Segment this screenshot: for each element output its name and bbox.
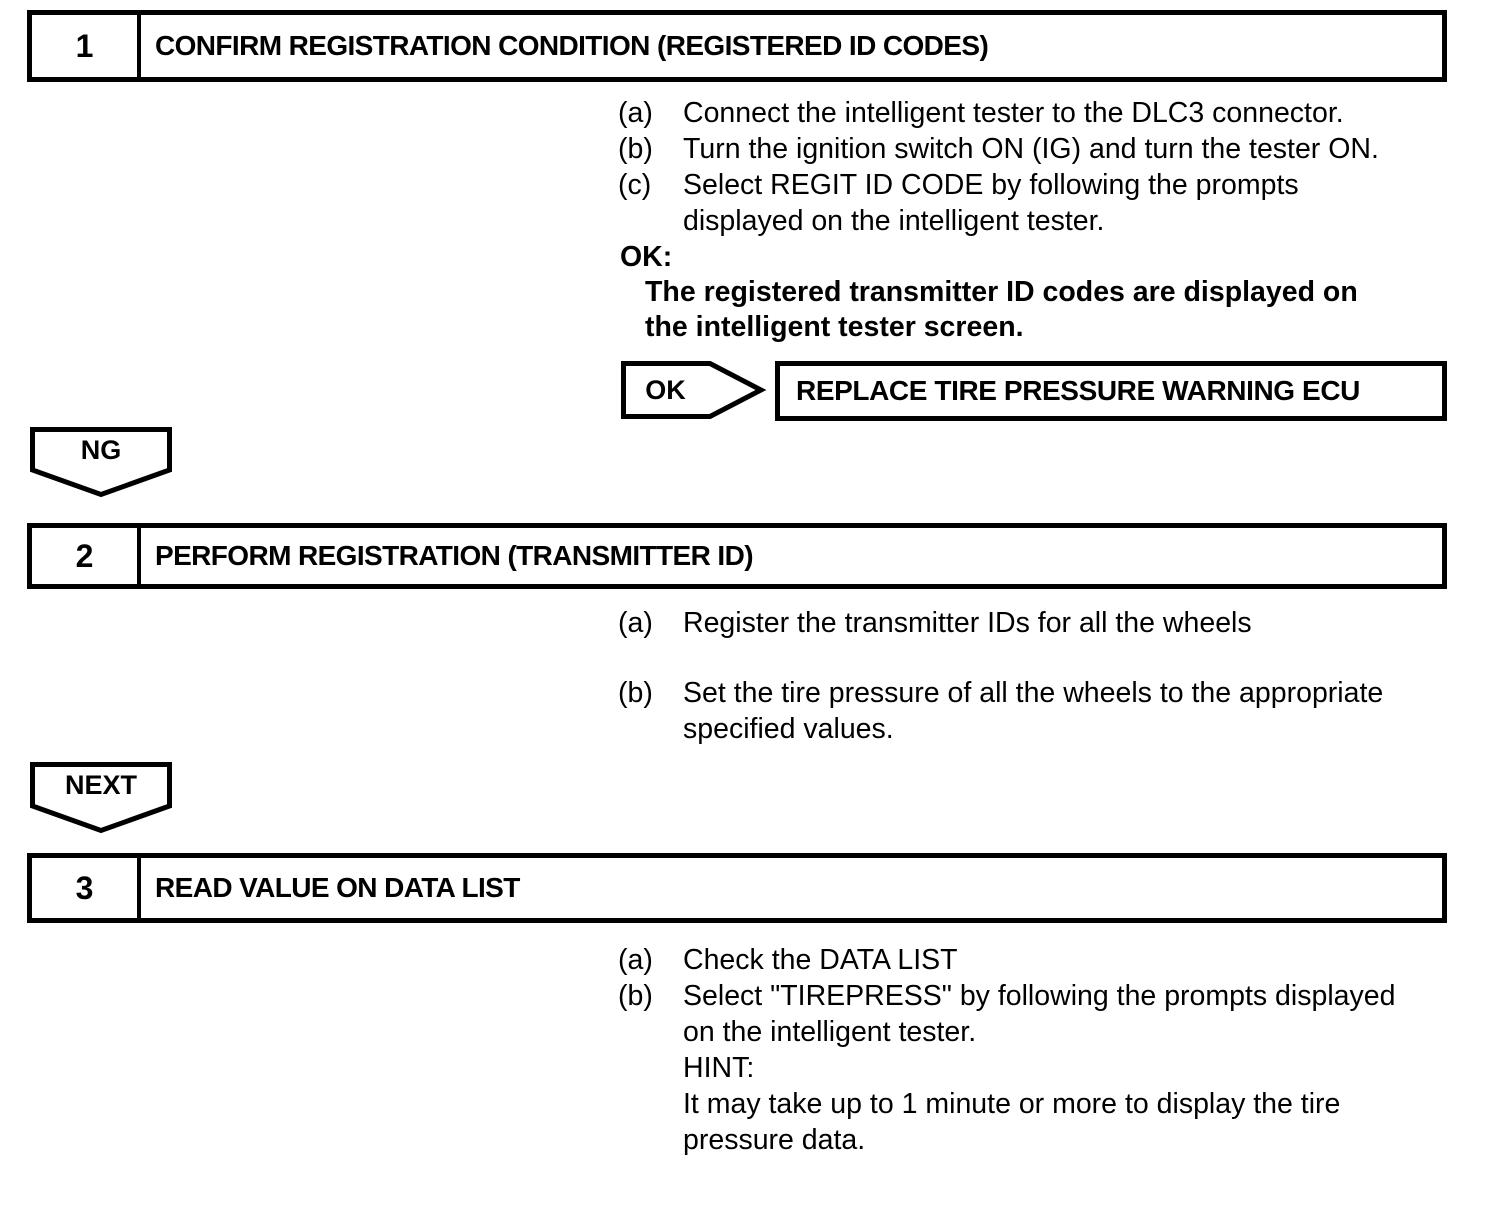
instruction-text: Set the tire pressure of all the wheels … <box>683 677 1384 709</box>
ng-connector: NG <box>30 427 172 498</box>
instruction-line: (b) Set the tire pressure of all the whe… <box>618 675 1468 711</box>
instruction-label <box>618 1050 683 1086</box>
instruction-label: (b) <box>618 677 653 709</box>
instruction-line: (b) Select "TIREPRESS" by following the … <box>618 978 1468 1014</box>
ok-condition-note: OK: The registered transmitter ID codes … <box>620 240 1460 345</box>
instruction-line: displayed on the intelligent tester. <box>618 203 1468 239</box>
instruction-text: Select REGIT ID CODE by following the pr… <box>683 169 1299 201</box>
next-connector-label: NEXT <box>64 770 137 800</box>
instruction-label <box>618 1086 683 1122</box>
instruction-line: (a) Check the DATA LIST <box>618 942 1468 978</box>
next-connector-shape <box>30 762 172 834</box>
step-1-header: 1 CONFIRM REGISTRATION CONDITION (REGIST… <box>27 10 1447 82</box>
instruction-text: specified values. <box>683 713 894 745</box>
replace-ecu-action-box: REPLACE TIRE PRESSURE WARNING ECU <box>775 361 1447 421</box>
instruction-line: (b) Turn the ignition switch ON (IG) and… <box>618 131 1468 167</box>
ok-note-heading: OK: <box>620 241 673 273</box>
instruction-text: Register the transmitter IDs for all the… <box>683 607 1252 639</box>
instruction-label <box>618 1122 683 1158</box>
step-2-title: PERFORM REGISTRATION (TRANSMITTER ID) <box>155 540 754 571</box>
instruction-text: pressure data. <box>683 1124 866 1156</box>
instruction-line: (c) Select REGIT ID CODE by following th… <box>618 167 1468 203</box>
instruction-line: specified values. <box>618 711 1468 747</box>
step-3-instructions: (a) Check the DATA LIST (b) Select "TIRE… <box>618 942 1468 1158</box>
ok-note-line: the intelligent tester screen. <box>645 311 1024 343</box>
instruction-line: on the intelligent tester. <box>618 1014 1468 1050</box>
step-3-title: READ VALUE ON DATA LIST <box>155 872 520 903</box>
instruction-line: It may take up to 1 minute or more to di… <box>618 1086 1468 1122</box>
instruction-label: (b) <box>618 980 653 1012</box>
instruction-text: Turn the ignition switch ON (IG) and tur… <box>683 133 1379 165</box>
step-1-number: 1 <box>32 15 141 77</box>
ok-connector-label: OK <box>645 374 686 405</box>
step-2-header: 2 PERFORM REGISTRATION (TRANSMITTER ID) <box>27 523 1447 589</box>
next-connector: NEXT <box>30 762 172 834</box>
ng-connector-label: NG <box>80 434 122 465</box>
instruction-label: (a) <box>618 944 653 976</box>
step-3-number: 3 <box>32 858 141 918</box>
ok-arrow-shape <box>621 361 767 419</box>
instruction-label <box>618 711 683 747</box>
instruction-text: displayed on the intelligent tester. <box>683 205 1105 237</box>
instruction-text: Check the DATA LIST <box>683 944 958 976</box>
ok-connector: OK <box>621 361 767 419</box>
step-1-instructions: (a) Connect the intelligent tester to th… <box>618 95 1468 239</box>
instruction-label: (b) <box>618 133 653 165</box>
step-2-instructions: (a) Register the transmitter IDs for all… <box>618 605 1468 747</box>
step-1-title: CONFIRM REGISTRATION CONDITION (REGISTER… <box>155 30 989 61</box>
instruction-label <box>618 1014 683 1050</box>
ng-connector-shape <box>30 427 172 498</box>
instruction-text: HINT: <box>683 1052 755 1084</box>
instruction-line: (a) Connect the intelligent tester to th… <box>618 95 1468 131</box>
instruction-label: (a) <box>618 97 653 129</box>
instruction-label: (c) <box>618 169 652 201</box>
step-3-header: 3 READ VALUE ON DATA LIST <box>27 853 1447 923</box>
instruction-line: (a) Register the transmitter IDs for all… <box>618 605 1468 641</box>
instruction-text: on the intelligent tester. <box>683 1016 977 1048</box>
instruction-text: It may take up to 1 minute or more to di… <box>683 1088 1341 1120</box>
ok-note-line: The registered transmitter ID codes are … <box>645 276 1358 308</box>
instruction-text: Connect the intelligent tester to the DL… <box>683 97 1344 129</box>
instruction-line: HINT: <box>618 1050 1468 1086</box>
instruction-text: Select "TIREPRESS" by following the prom… <box>683 980 1396 1012</box>
instruction-label: (a) <box>618 607 653 639</box>
instruction-line: pressure data. <box>618 1122 1468 1158</box>
step-2-number: 2 <box>32 528 141 584</box>
instruction-label <box>618 203 683 239</box>
